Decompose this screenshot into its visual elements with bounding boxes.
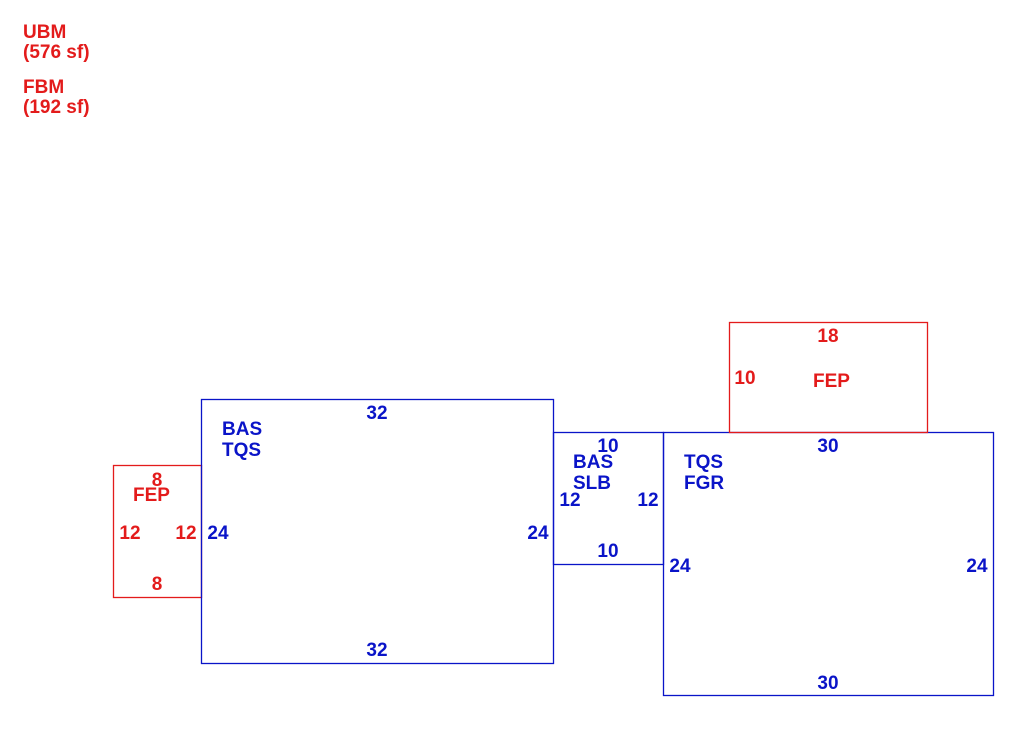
top-porch-dim-left: 10 — [734, 368, 755, 389]
connector-code-2: SLB — [573, 473, 611, 494]
left-porch-dim-bottom: 8 — [152, 574, 163, 595]
legend-fbm-code: FBM — [23, 77, 65, 98]
connector-code-1: BAS — [573, 452, 613, 473]
left-porch-dim-top: 8 — [152, 470, 163, 491]
connector-dim-right: 12 — [637, 490, 658, 511]
legend-fbm: FBM (192 sf) — [23, 78, 90, 118]
left-porch-dim-left: 12 — [119, 523, 140, 544]
main-block-dim-left: 24 — [207, 523, 229, 544]
garage-block-dim-bottom: 30 — [817, 673, 838, 694]
section-left-porch: FEP 8 12 8 12 — [112, 464, 203, 599]
garage-block-dim-top: 30 — [817, 436, 838, 457]
section-main-block: BAS TQS 32 24 32 24 — [200, 398, 555, 665]
legend-ubm: UBM (576 sf) — [23, 23, 90, 63]
top-porch-code: FEP — [813, 371, 850, 392]
main-block-code-1: BAS — [222, 419, 262, 440]
connector-dim-left: 12 — [559, 490, 580, 511]
legend-ubm-area: (576 sf) — [23, 42, 90, 63]
garage-block-code-2: FGR — [684, 473, 724, 494]
section-garage-block: TQS FGR 30 24 30 24 — [662, 431, 995, 697]
section-top-porch: FEP 18 10 — [728, 321, 929, 434]
main-block-code-2: TQS — [222, 440, 261, 461]
legend-ubm-code: UBM — [23, 22, 67, 43]
garage-block-code-1: TQS — [684, 452, 723, 473]
top-porch-outline — [728, 321, 929, 434]
main-block-dim-right: 24 — [527, 523, 549, 544]
left-porch-code: FEP — [133, 485, 170, 506]
legend-fbm-area: (192 sf) — [23, 97, 90, 118]
section-connector: BAS SLB 10 12 10 12 — [552, 431, 665, 566]
main-block-dim-top: 32 — [366, 403, 387, 424]
garage-block-dim-right: 24 — [966, 556, 988, 577]
connector-dim-bottom: 10 — [597, 541, 618, 562]
top-porch-dim-top: 18 — [817, 326, 838, 347]
connector-dim-top: 10 — [597, 436, 618, 457]
left-porch-dim-right: 12 — [175, 523, 196, 544]
main-block-dim-bottom: 32 — [366, 640, 387, 661]
garage-block-dim-left: 24 — [669, 556, 691, 577]
